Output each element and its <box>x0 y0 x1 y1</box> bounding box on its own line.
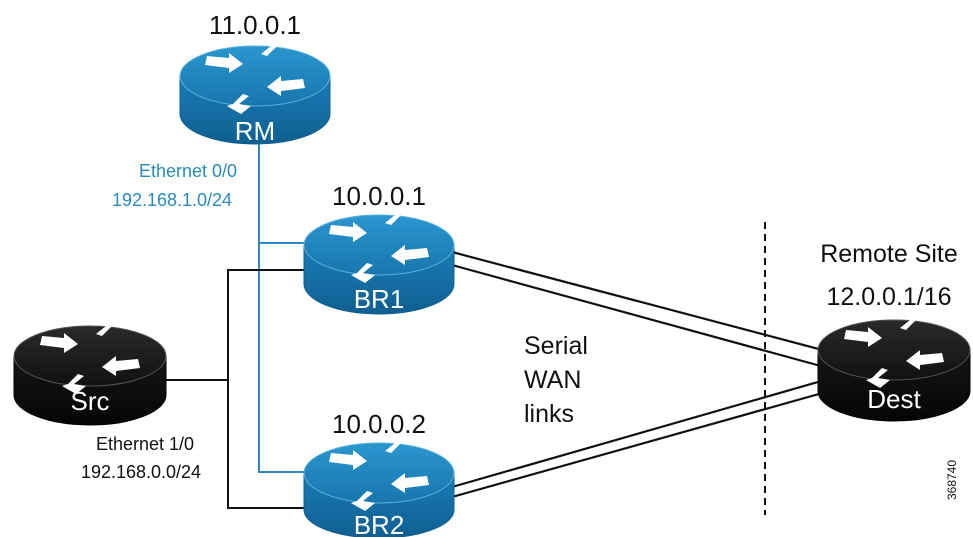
serial-wan-links <box>451 250 831 499</box>
eth0-link-lines <box>258 142 306 473</box>
wan-label-line1: Serial <box>524 332 588 360</box>
wan-label-line3: links <box>524 400 574 428</box>
router-br2-ip: 10.0.0.2 <box>332 409 426 439</box>
router-dest-label: Dest <box>867 384 921 414</box>
eth0-interface-label: Ethernet 0/0 <box>139 161 237 181</box>
figure-id: 368740 <box>945 460 959 500</box>
router-br1[interactable]: BR1 <box>303 205 455 315</box>
router-br1-ip: 10.0.0.1 <box>332 181 426 211</box>
router-dest-ip: 12.0.0.1/16 <box>826 283 951 311</box>
router-rm-label: RM <box>235 116 275 146</box>
wan-label-line2: WAN <box>524 366 581 394</box>
router-src-label: Src <box>71 386 110 416</box>
router-br2[interactable]: BR2 <box>303 433 455 537</box>
eth0-subnet-label: 192.168.1.0/24 <box>112 190 232 210</box>
router-br2-label: BR2 <box>354 510 405 537</box>
eth1-interface-label: Ethernet 1/0 <box>96 434 194 454</box>
router-dest[interactable]: Dest <box>817 310 971 422</box>
router-rm[interactable]: RM <box>179 36 331 146</box>
router-br1-label: BR1 <box>354 284 405 314</box>
eth1-subnet-label: 192.168.0.0/24 <box>81 462 201 482</box>
remote-site-label: Remote Site <box>820 240 958 268</box>
router-src[interactable]: Src <box>13 316 167 426</box>
router-rm-ip: 11.0.0.1 <box>209 10 301 40</box>
eth1-link-lines <box>166 269 306 509</box>
